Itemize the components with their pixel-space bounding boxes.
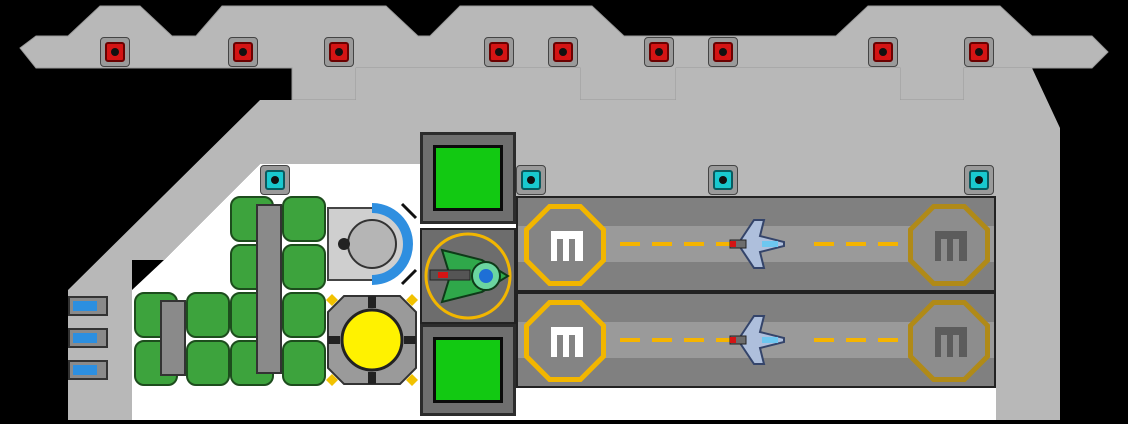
green-command-ship-icon	[424, 232, 512, 320]
red-hardpoint-icon	[655, 48, 663, 56]
weapon-hardpoint-2[interactable]	[228, 37, 258, 67]
red-hardpoint-icon	[975, 48, 983, 56]
weapon-hardpoint-9[interactable]	[964, 37, 994, 67]
runway-stripe	[814, 338, 834, 342]
runway-stripe	[846, 242, 866, 246]
blue-thruster-icon	[73, 333, 97, 343]
runway-stripe	[684, 338, 704, 342]
red-hardpoint-icon	[719, 48, 727, 56]
weapon-hardpoint-3[interactable]	[324, 37, 354, 67]
cyan-hardpoint-icon	[271, 176, 279, 184]
runway-stripe	[620, 242, 640, 246]
green-cargo-module-icon	[433, 337, 503, 403]
cyan-hardpoint-icon	[975, 176, 983, 184]
runway-stripe	[652, 242, 672, 246]
runway-stripe	[652, 338, 672, 342]
pipe-junction	[160, 300, 186, 376]
red-hardpoint-icon	[879, 48, 887, 56]
red-hardpoint-icon	[559, 48, 567, 56]
launch-pad-icon	[913, 305, 985, 377]
cargo-module-top[interactable]	[420, 132, 516, 224]
red-hardpoint-icon	[111, 48, 119, 56]
green-pipe-icon	[282, 244, 326, 290]
weapon-hardpoint-4[interactable]	[484, 37, 514, 67]
launch-pad-start	[524, 204, 606, 286]
blue-fighter-icon[interactable]	[724, 212, 790, 276]
shield-generator[interactable]	[324, 196, 420, 292]
launch-bay-top[interactable]	[516, 196, 996, 292]
blue-thruster-icon	[73, 301, 97, 311]
weapon-hardpoint-7[interactable]	[708, 37, 738, 67]
launch-bay-bottom[interactable]	[516, 292, 996, 388]
main-hull	[68, 68, 1060, 420]
green-pipe-icon	[282, 340, 326, 386]
cyan-hardpoint-icon	[719, 176, 727, 184]
shield-generator-icon	[327, 202, 418, 286]
runway-stripe	[878, 338, 898, 342]
weapon-hardpoint-1[interactable]	[100, 37, 130, 67]
weapon-hardpoint-5[interactable]	[548, 37, 578, 67]
weapon-hardpoint-6[interactable]	[644, 37, 674, 67]
utility-hardpoint-1[interactable]	[260, 165, 290, 195]
command-module[interactable]	[420, 228, 516, 324]
utility-hardpoint-3[interactable]	[708, 165, 738, 195]
launch-pad-icon	[913, 209, 985, 281]
cargo-module-bottom[interactable]	[420, 324, 516, 416]
reactor-core-icon	[326, 294, 418, 386]
runway-stripe	[846, 338, 866, 342]
runway-stripe	[620, 338, 640, 342]
thruster-3	[68, 360, 108, 380]
blue-fighter-icon[interactable]	[724, 308, 790, 372]
runway-stripe	[684, 242, 704, 246]
green-pipe-icon	[186, 292, 230, 338]
red-hardpoint-icon	[495, 48, 503, 56]
launch-pad-icon	[529, 305, 601, 377]
weapon-hardpoint-8[interactable]	[868, 37, 898, 67]
reactor[interactable]	[324, 292, 420, 388]
launch-pad-end	[908, 204, 990, 286]
green-pipe-icon	[282, 196, 326, 242]
runway-stripe	[814, 242, 834, 246]
runway-stripe	[716, 338, 736, 342]
thruster-2	[68, 328, 108, 348]
runway-stripe	[878, 242, 898, 246]
blue-thruster-icon	[73, 365, 97, 375]
launch-pad-icon	[529, 209, 601, 281]
utility-hardpoint-4[interactable]	[964, 165, 994, 195]
green-cargo-module-icon	[433, 145, 503, 211]
thruster-1	[68, 296, 108, 316]
runway-stripe	[716, 242, 736, 246]
red-hardpoint-icon	[239, 48, 247, 56]
green-pipe-icon	[282, 292, 326, 338]
green-pipe-icon	[186, 340, 230, 386]
launch-pad-start	[524, 300, 606, 382]
utility-hardpoint-2[interactable]	[516, 165, 546, 195]
launch-pad-end	[908, 300, 990, 382]
red-hardpoint-icon	[335, 48, 343, 56]
pipe-junction	[256, 204, 282, 374]
cyan-hardpoint-icon	[527, 176, 535, 184]
